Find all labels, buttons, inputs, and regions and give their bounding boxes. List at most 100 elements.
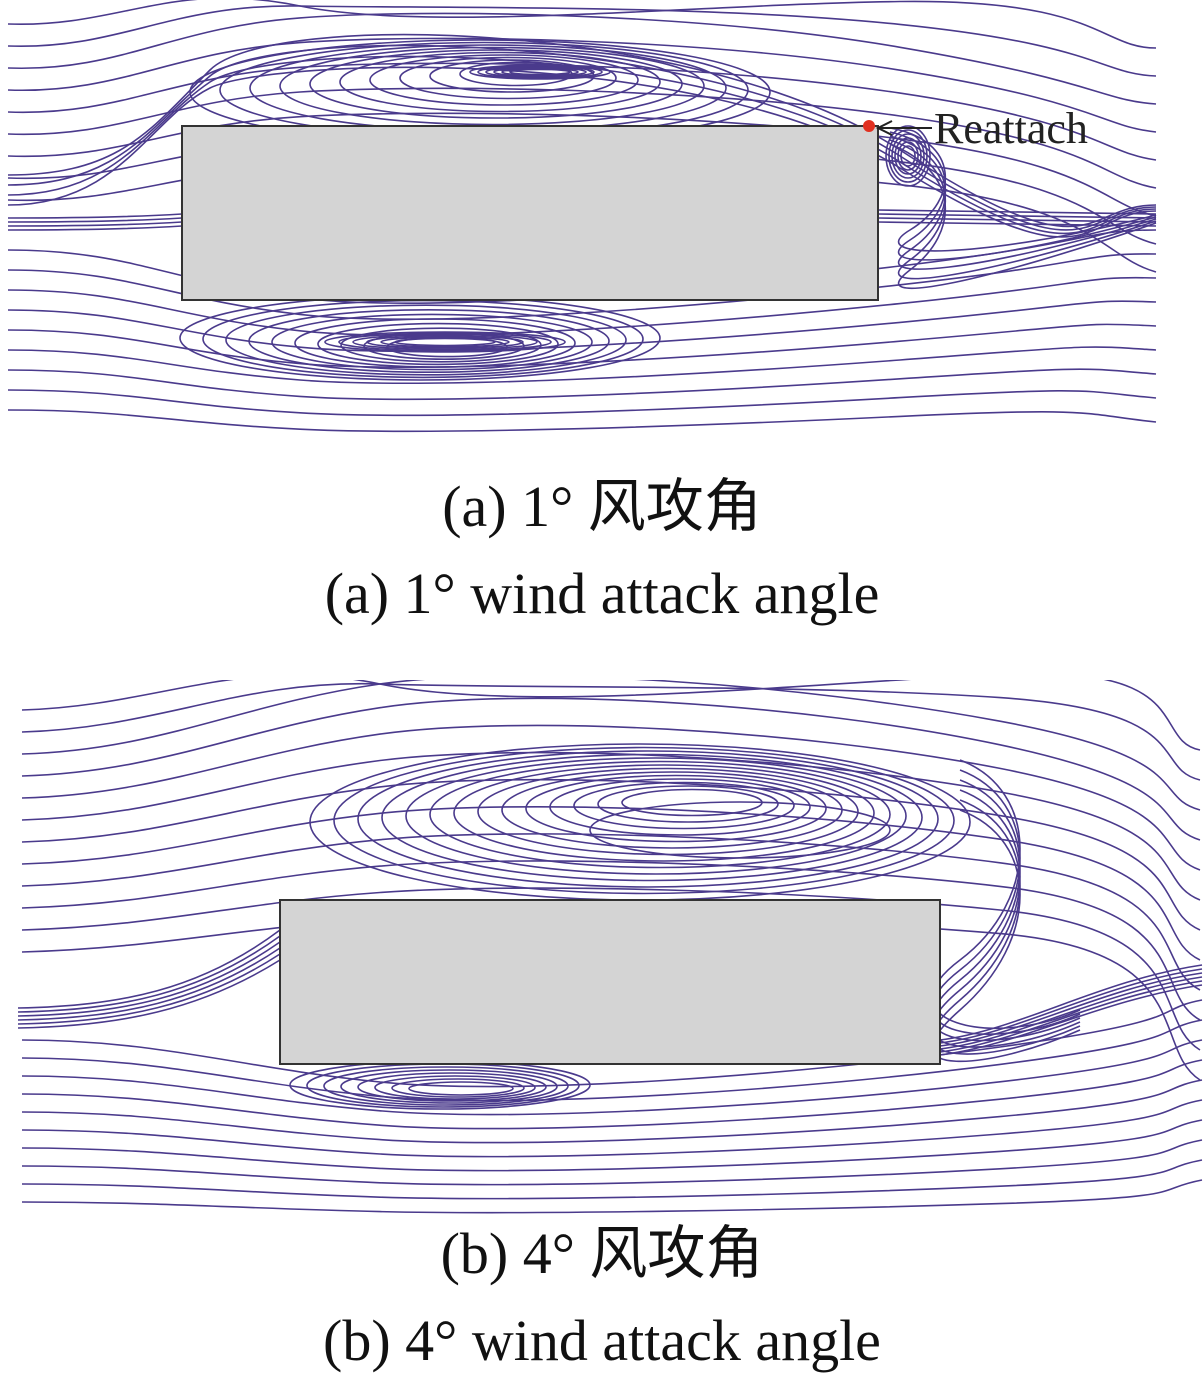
wake-streamline xyxy=(931,789,1081,1048)
streamlines-b xyxy=(17,680,1203,1214)
streamline xyxy=(877,209,1157,215)
streamline xyxy=(21,778,1201,931)
streamline xyxy=(21,697,1201,841)
streamline xyxy=(7,409,1157,433)
vortex-core-top xyxy=(477,65,603,79)
wake-streamline xyxy=(931,799,1081,1055)
vortex-ring-top xyxy=(453,764,875,862)
vortex-core-bottom xyxy=(366,335,524,349)
streamline xyxy=(21,887,1201,1051)
streamline xyxy=(21,751,1201,901)
streamline xyxy=(17,959,281,1029)
vortex-ring-bottom xyxy=(340,1069,558,1104)
streamline xyxy=(7,389,1157,417)
vortex-ring-bottom xyxy=(391,1078,525,1098)
streamline xyxy=(877,213,1157,219)
streamline xyxy=(7,221,183,227)
wake-streamline xyxy=(931,769,1081,1035)
streamline xyxy=(7,87,1157,189)
wake-streamline xyxy=(889,127,1157,252)
vortex-ring-top xyxy=(399,56,617,100)
streamline xyxy=(7,217,183,223)
vortex-ring-bottom xyxy=(408,1081,514,1096)
wake-streamline xyxy=(889,131,1157,261)
wake-streamline xyxy=(931,759,1081,1029)
streamline xyxy=(21,1119,1203,1172)
vortex-ring-top xyxy=(357,750,939,888)
vortex-ring-bottom xyxy=(317,322,559,366)
reattach-point xyxy=(863,120,875,132)
vortex-ring-bottom xyxy=(248,308,610,373)
reattach-label: Reattach xyxy=(934,104,1088,153)
wake-vortex xyxy=(885,125,931,187)
streamline-panel-a: Reattach xyxy=(0,0,1204,440)
vortex-core-top xyxy=(509,68,571,76)
vortex-ring-bottom xyxy=(271,313,593,371)
caption-b-english: (b) 4° wind attack angle xyxy=(323,1308,881,1373)
streamline xyxy=(21,680,1201,811)
vortex-ring-top xyxy=(405,757,907,875)
vortex-core-bottom xyxy=(394,337,496,347)
vortex-core-bottom xyxy=(352,333,538,351)
streamline xyxy=(17,935,281,1013)
vortices-a xyxy=(179,39,1157,381)
streamline xyxy=(21,1019,1203,1102)
vortex-core-top xyxy=(501,67,579,77)
vortex-core-bottom xyxy=(324,331,566,353)
vortex-ring-top xyxy=(309,49,683,119)
wake-vortex xyxy=(891,133,925,179)
vortex-ring-bottom xyxy=(323,1066,569,1106)
wake-streamline xyxy=(931,779,1081,1042)
bridge-deck-section-b xyxy=(279,899,941,1065)
wake-streamline xyxy=(939,968,1203,1044)
streamline xyxy=(21,682,1201,781)
streamline xyxy=(877,217,1157,223)
vortex-core-top xyxy=(589,801,891,859)
streamline xyxy=(7,37,1157,133)
streamline xyxy=(7,346,1157,385)
streamline xyxy=(17,947,281,1021)
wake-streamline xyxy=(939,964,1203,1041)
bridge-deck-section-a xyxy=(181,125,879,301)
vortex-ring-bottom xyxy=(374,1075,536,1100)
wake-streamline xyxy=(889,139,1157,280)
vortex-ring-bottom xyxy=(225,304,627,376)
streamline xyxy=(21,1059,1203,1130)
streamline-panel-b xyxy=(0,680,1204,1220)
vortex-core-bottom xyxy=(380,336,510,348)
streamline xyxy=(7,55,1157,235)
vortex-core-top xyxy=(485,66,595,79)
streamline-plot-a: Reattach xyxy=(7,0,1157,433)
streamline xyxy=(7,225,183,231)
wake-vortex xyxy=(900,145,916,167)
wake-streamline xyxy=(939,976,1203,1050)
vortex-ring-top xyxy=(333,746,955,895)
wake-streamline xyxy=(889,135,1157,270)
vortex-core-top xyxy=(469,64,611,80)
streamline xyxy=(17,953,281,1025)
streamline xyxy=(7,5,1157,77)
wake-streamline xyxy=(939,984,1203,1056)
vortex-ring-top xyxy=(597,785,779,823)
vortex-core-bottom xyxy=(338,332,552,352)
vortex-ring-bottom xyxy=(294,318,576,368)
vortex-ring-bottom xyxy=(340,327,542,363)
vortex-ring-top xyxy=(525,774,827,843)
wake-streamline xyxy=(889,143,1157,289)
streamline-plot-b xyxy=(17,680,1203,1214)
vortex-ring-top xyxy=(339,51,661,113)
streamline xyxy=(7,213,183,219)
vortices-b xyxy=(289,743,1081,1110)
vortex-ring-top xyxy=(549,778,811,836)
streamline xyxy=(21,860,1201,1021)
streamline xyxy=(21,833,1201,991)
streamline xyxy=(21,1179,1203,1214)
vortex-ring-top xyxy=(279,46,705,126)
streamline xyxy=(21,1139,1203,1186)
caption-a-english: (a) 1° wind attack angle xyxy=(324,561,880,626)
reattach-arrowhead xyxy=(875,120,893,136)
streamline xyxy=(7,300,1157,352)
streamline xyxy=(21,724,1201,871)
streamline xyxy=(7,253,1157,320)
caption-a-chinese: (a) 1° 风攻角 xyxy=(442,474,762,539)
